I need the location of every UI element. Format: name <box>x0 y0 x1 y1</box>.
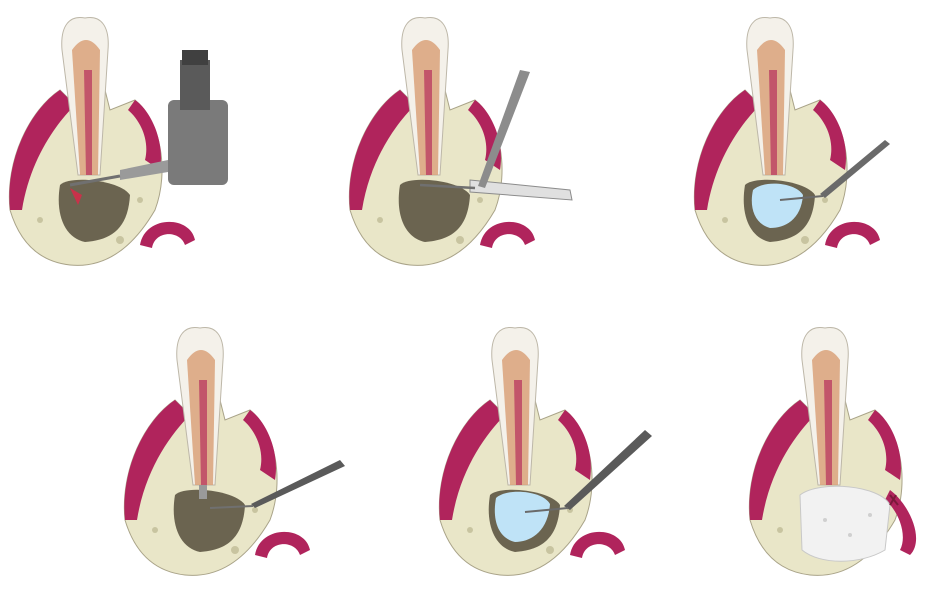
handpiece-bur-icon <box>69 50 228 205</box>
panel-step-2 <box>340 10 640 280</box>
tooth-cross-section <box>693 16 880 266</box>
panel-step-5 <box>430 320 730 590</box>
panel-step-6 <box>740 320 940 590</box>
applicator-icon <box>524 430 652 513</box>
suture-mark <box>889 494 899 506</box>
applicator-icon <box>779 140 890 201</box>
tooth-cross-section <box>348 16 535 266</box>
membrane-patch <box>799 485 891 562</box>
tooth-cross-section <box>8 16 195 266</box>
panel-step-4 <box>115 320 415 590</box>
tooth-cross-section <box>438 326 625 576</box>
panel-step-3 <box>685 10 940 280</box>
curette-icon <box>419 70 573 201</box>
curette-icon <box>199 460 345 509</box>
panel-step-1 <box>0 10 300 280</box>
tooth-cross-section <box>123 326 310 576</box>
